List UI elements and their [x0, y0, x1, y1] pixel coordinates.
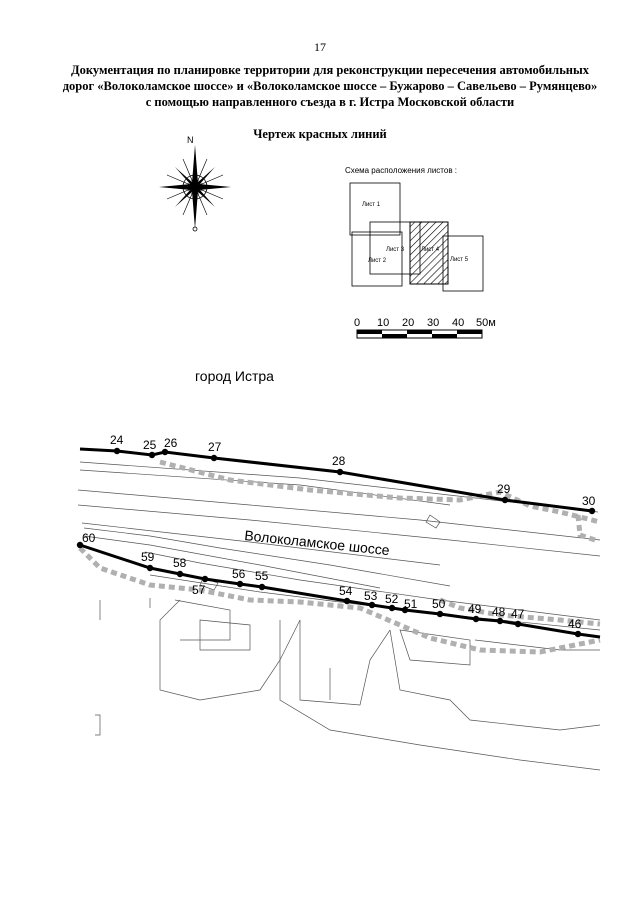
red-line-north: [79, 447, 593, 513]
point-marker: 24: [110, 433, 124, 455]
scale-tick: 0: [354, 317, 360, 329]
point-marker: 51: [401, 597, 418, 614]
point-marker: 47: [511, 607, 525, 628]
scale-tick: 40: [452, 317, 464, 329]
scale-tick: 10: [377, 317, 389, 329]
point-marker: 59: [141, 550, 155, 572]
sheet-label: Лист 3: [386, 247, 405, 253]
point-marker: 50: [432, 597, 446, 618]
point-marker: 57: [192, 575, 209, 597]
map-area: 24 25 26 27 28 29 30 60 59 58 57 56 55 5…: [76, 433, 601, 771]
point-marker: 56: [232, 567, 246, 588]
point-label: 29: [497, 482, 511, 496]
point-marker: 55: [255, 569, 269, 591]
scale-bar: 0 10 20 30 40 50м: [354, 317, 496, 339]
scale-tick: 50м: [476, 317, 496, 329]
point-label: 51: [404, 597, 418, 611]
point-label: 24: [110, 433, 124, 447]
point-label: 48: [492, 605, 506, 619]
point-label: 27: [208, 440, 222, 454]
point-marker: 58: [173, 556, 187, 578]
red-line-south: [79, 543, 601, 639]
sheet-label: Лист 5: [450, 257, 469, 263]
scale-tick: 20: [402, 317, 414, 329]
point-marker: 28: [332, 454, 346, 476]
scale-tick: 30: [427, 317, 439, 329]
page-number: 17: [314, 40, 326, 54]
document-title: Документация по планировке территории дл…: [62, 63, 598, 109]
sheet-1-frame: [349, 182, 401, 236]
north-label: N: [187, 135, 194, 145]
point-label: 46: [568, 617, 582, 631]
sheet-label: Лист 2: [368, 258, 387, 264]
point-label: 59: [141, 550, 155, 564]
point-marker: 27: [208, 440, 222, 462]
point-label: 56: [232, 567, 246, 581]
sheet-4-frame: [409, 221, 449, 285]
sheet-2-frame: [351, 231, 403, 287]
point-label: 47: [511, 607, 525, 621]
point-marker: 52: [385, 592, 399, 612]
point-label: 50: [432, 597, 446, 611]
point-marker: 60: [76, 531, 96, 549]
point-label: 55: [255, 569, 269, 583]
point-marker: 48: [492, 605, 506, 625]
sheet-label: Лист 4: [421, 247, 440, 253]
point-label: 54: [339, 584, 353, 598]
point-marker: 25: [143, 438, 157, 459]
point-marker: 30: [582, 494, 596, 515]
drawing-title: Чертеж красных линий: [253, 127, 387, 141]
sheet-layout-scheme: Схема расположения листов : Лист 1 Лист …: [345, 166, 484, 292]
city-label: город Истра: [195, 368, 274, 384]
point-marker: 29: [497, 482, 511, 504]
point-label: 53: [364, 589, 378, 603]
point-label: 60: [82, 531, 96, 545]
point-label: 25: [143, 438, 157, 452]
point-marker: 49: [468, 602, 482, 623]
point-marker: 53: [364, 589, 378, 609]
point-label: 52: [385, 592, 399, 606]
point-label: 26: [164, 436, 178, 450]
point-label: 57: [192, 583, 206, 597]
point-label: 30: [582, 494, 596, 508]
point-marker: 46: [568, 617, 582, 638]
sheet-5-frame: [442, 235, 484, 292]
point-marker: 54: [339, 584, 353, 605]
point-label: 58: [173, 556, 187, 570]
point-label: 49: [468, 602, 482, 616]
sheet-label: Лист 1: [362, 202, 381, 208]
sheet-scheme-title: Схема расположения листов :: [345, 166, 457, 175]
point-marker: 26: [161, 436, 178, 456]
compass-rose-icon: N: [159, 135, 231, 232]
point-label: 28: [332, 454, 346, 468]
